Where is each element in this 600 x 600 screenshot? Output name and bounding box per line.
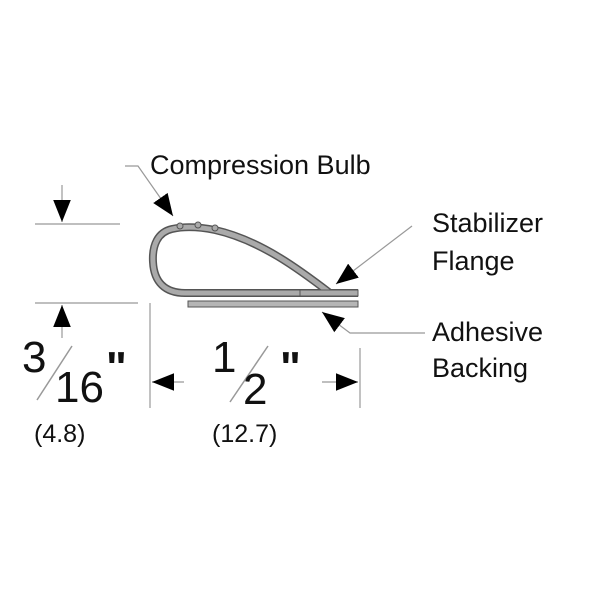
adhesive-backing-leader bbox=[321, 311, 425, 334]
stabilizer-flange-leader bbox=[335, 225, 413, 285]
stabilizer-label-line2: Flange bbox=[432, 246, 515, 276]
adhesive-backing-strip bbox=[187, 300, 359, 308]
height-metric: (4.8) bbox=[34, 420, 85, 448]
width-metric: (12.7) bbox=[212, 420, 277, 448]
height-unit: " bbox=[106, 343, 127, 392]
compression-bulb-shape bbox=[148, 223, 358, 297]
seal-profile bbox=[148, 221, 359, 308]
height-dimension: 3 16 " (4.8) bbox=[22, 185, 138, 448]
adhesive-label-line2: Backing bbox=[432, 353, 528, 383]
stabilizer-label-line1: Stabilizer bbox=[432, 208, 543, 238]
width-dimension: 1 2 " (12.7) bbox=[149, 303, 361, 448]
width-numerator: 1 bbox=[212, 333, 236, 382]
compression-bulb-leader bbox=[125, 165, 174, 217]
bulb-ridges bbox=[176, 221, 219, 232]
stabilizer-flange-shape bbox=[299, 289, 359, 297]
compression-bulb-label: Compression Bulb bbox=[150, 150, 371, 180]
height-numerator: 3 bbox=[22, 333, 46, 382]
width-unit: " bbox=[280, 343, 301, 392]
height-denominator: 16 bbox=[55, 363, 104, 412]
adhesive-label-line1: Adhesive bbox=[432, 317, 543, 347]
width-denominator: 2 bbox=[243, 365, 267, 414]
